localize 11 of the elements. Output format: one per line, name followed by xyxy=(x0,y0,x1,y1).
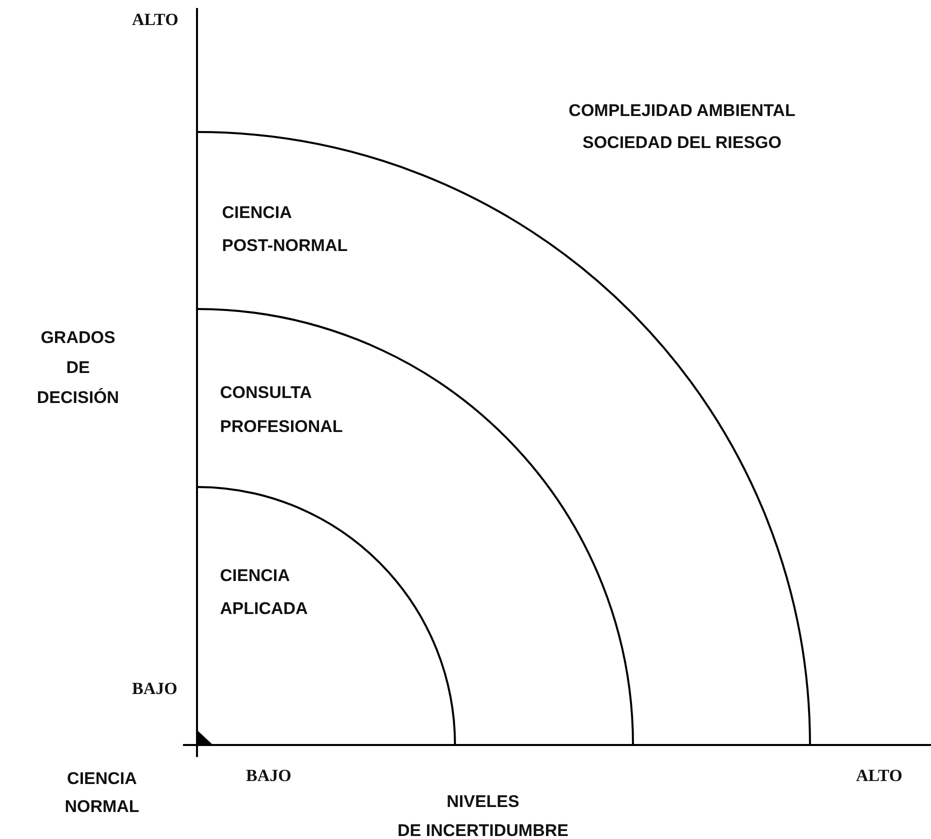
axis-label: NIVELES DE INCERTIDUMBRE xyxy=(398,791,568,839)
axis-label: CIENCIA NORMAL xyxy=(64,768,140,818)
axis-label: GRADOS DE DECISIÓN xyxy=(36,327,120,409)
axis-label: CIENCIA POST-NORMAL xyxy=(222,202,348,257)
axis-label: ALTO xyxy=(856,766,902,786)
axis-label: CIENCIA APLICADA xyxy=(220,565,308,620)
axis-label: COMPLEJIDAD AMBIENTAL SOCIEDAD DEL RIESGO xyxy=(568,100,796,154)
axis-label: ALTO xyxy=(132,10,178,30)
axis-label: CONSULTA PROFESIONAL xyxy=(220,382,343,438)
axis-label: BAJO xyxy=(246,766,292,786)
axis-label: BAJO xyxy=(132,679,178,699)
